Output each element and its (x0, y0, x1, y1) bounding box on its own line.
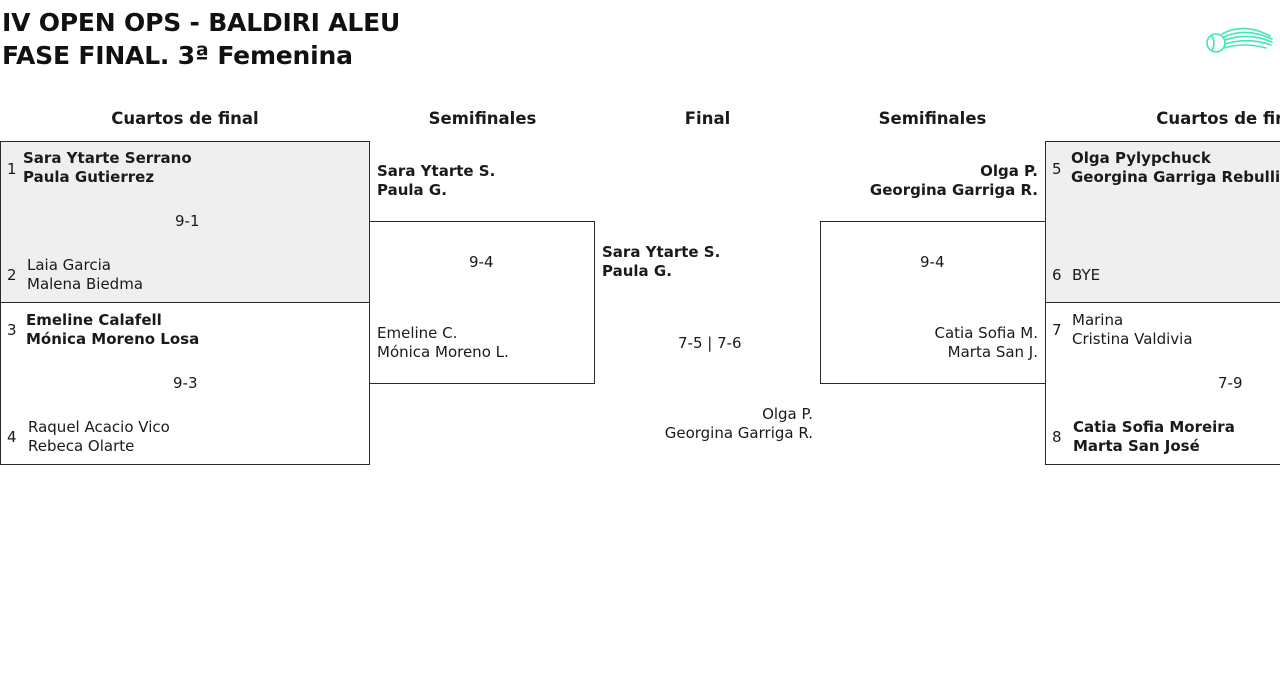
team-seed: 3 (7, 321, 17, 339)
team-right-qf1-b: BYE (1072, 266, 1100, 285)
player-name: Marina (1072, 311, 1124, 329)
team-final-b: Olga P. Georgina Garriga R. (600, 405, 813, 443)
team-left-qf2-a: Emeline Calafell Mónica Moreno Losa (26, 311, 199, 349)
team-seed: 2 (7, 266, 17, 284)
player-name: Olga P. (980, 162, 1038, 180)
player-name: Georgina Garriga Rebullida (1071, 168, 1280, 186)
round-header-right-semifinals: Semifinales (878, 109, 987, 128)
final-score: 7-5 | 7-6 (678, 334, 742, 352)
team-seed: 5 (1052, 160, 1062, 178)
player-name: Mónica Moreno Losa (26, 330, 200, 348)
player-name: Malena Biedma (27, 275, 144, 293)
match-score: 9-1 (175, 212, 200, 230)
player-name: Paula G. (377, 181, 447, 199)
match-score: 9-4 (469, 253, 494, 271)
team-seed: 6 (1052, 266, 1062, 284)
tennis-ball-logo-icon (1206, 27, 1273, 53)
match-score: 7-9 (1218, 374, 1243, 392)
match-score: 9-4 (920, 253, 945, 271)
team-right-qf1-a: Olga Pylypchuck Georgina Garriga Rebulli… (1071, 149, 1280, 187)
team-seed: 4 (7, 428, 17, 446)
team-left-qf1-b: Laia Garcia Malena Biedma (27, 256, 143, 294)
player-name: Cristina Valdivia (1072, 330, 1193, 348)
round-header-right-quarterfinals: Cuartos de final (1156, 109, 1280, 128)
match-right-qf-2 (1045, 302, 1280, 465)
player-name: Rebeca Olarte (28, 437, 135, 455)
player-name: Georgina Garriga R. (664, 424, 813, 442)
team-seed: 1 (7, 160, 17, 178)
player-name: Catia Sofia M. (934, 324, 1039, 342)
player-name: Raquel Acacio Vico (28, 418, 170, 436)
team-right-qf2-b: Catia Sofia Moreira Marta San José (1073, 418, 1235, 456)
player-name: Sara Ytarte Serrano (23, 149, 192, 167)
team-right-sf-a: Olga P. Georgina Garriga R. (830, 162, 1038, 200)
match-score: 9-3 (173, 374, 198, 392)
player-name: Sara Ytarte S. (377, 162, 496, 180)
player-name: Catia Sofia Moreira (1073, 418, 1235, 436)
player-name: Olga P. (762, 405, 813, 423)
player-name: BYE (1072, 266, 1101, 284)
team-left-sf-b: Emeline C. Mónica Moreno L. (377, 324, 509, 362)
team-left-sf-a: Sara Ytarte S. Paula G. (377, 162, 495, 200)
team-seed: 7 (1052, 321, 1062, 339)
match-left-qf-1 (0, 141, 370, 303)
player-name: Emeline C. (377, 324, 458, 342)
player-name: Olga Pylypchuck (1071, 149, 1211, 167)
team-right-qf2-a: Marina Cristina Valdivia (1072, 311, 1193, 349)
player-name: Marta San José (1073, 437, 1200, 455)
player-name: Laia Garcia (27, 256, 111, 274)
player-name: Paula Gutierrez (23, 168, 155, 186)
player-name: Paula G. (602, 262, 672, 280)
match-left-semifinal (369, 221, 595, 384)
event-title: IV OPEN OPS - BALDIRI ALEU (2, 8, 401, 37)
team-left-qf2-b: Raquel Acacio Vico Rebeca Olarte (28, 418, 170, 456)
team-left-qf1-a: Sara Ytarte Serrano Paula Gutierrez (23, 149, 192, 187)
player-name: Mónica Moreno L. (377, 343, 509, 361)
player-name: Georgina Garriga R. (869, 181, 1038, 199)
team-seed: 8 (1052, 428, 1062, 446)
player-name: Emeline Calafell (26, 311, 162, 329)
player-name: Sara Ytarte S. (602, 243, 721, 261)
player-name: Marta San J. (947, 343, 1038, 361)
round-header-left-quarterfinals: Cuartos de final (111, 109, 259, 128)
team-final-a: Sara Ytarte S. Paula G. (602, 243, 720, 281)
round-header-left-semifinals: Semifinales (428, 109, 537, 128)
match-right-qf-1 (1045, 141, 1280, 303)
round-header-final: Final (684, 109, 731, 128)
event-subtitle: FASE FINAL. 3ª Femenina (2, 41, 353, 70)
team-right-sf-b: Catia Sofia M. Marta San J. (830, 324, 1039, 362)
